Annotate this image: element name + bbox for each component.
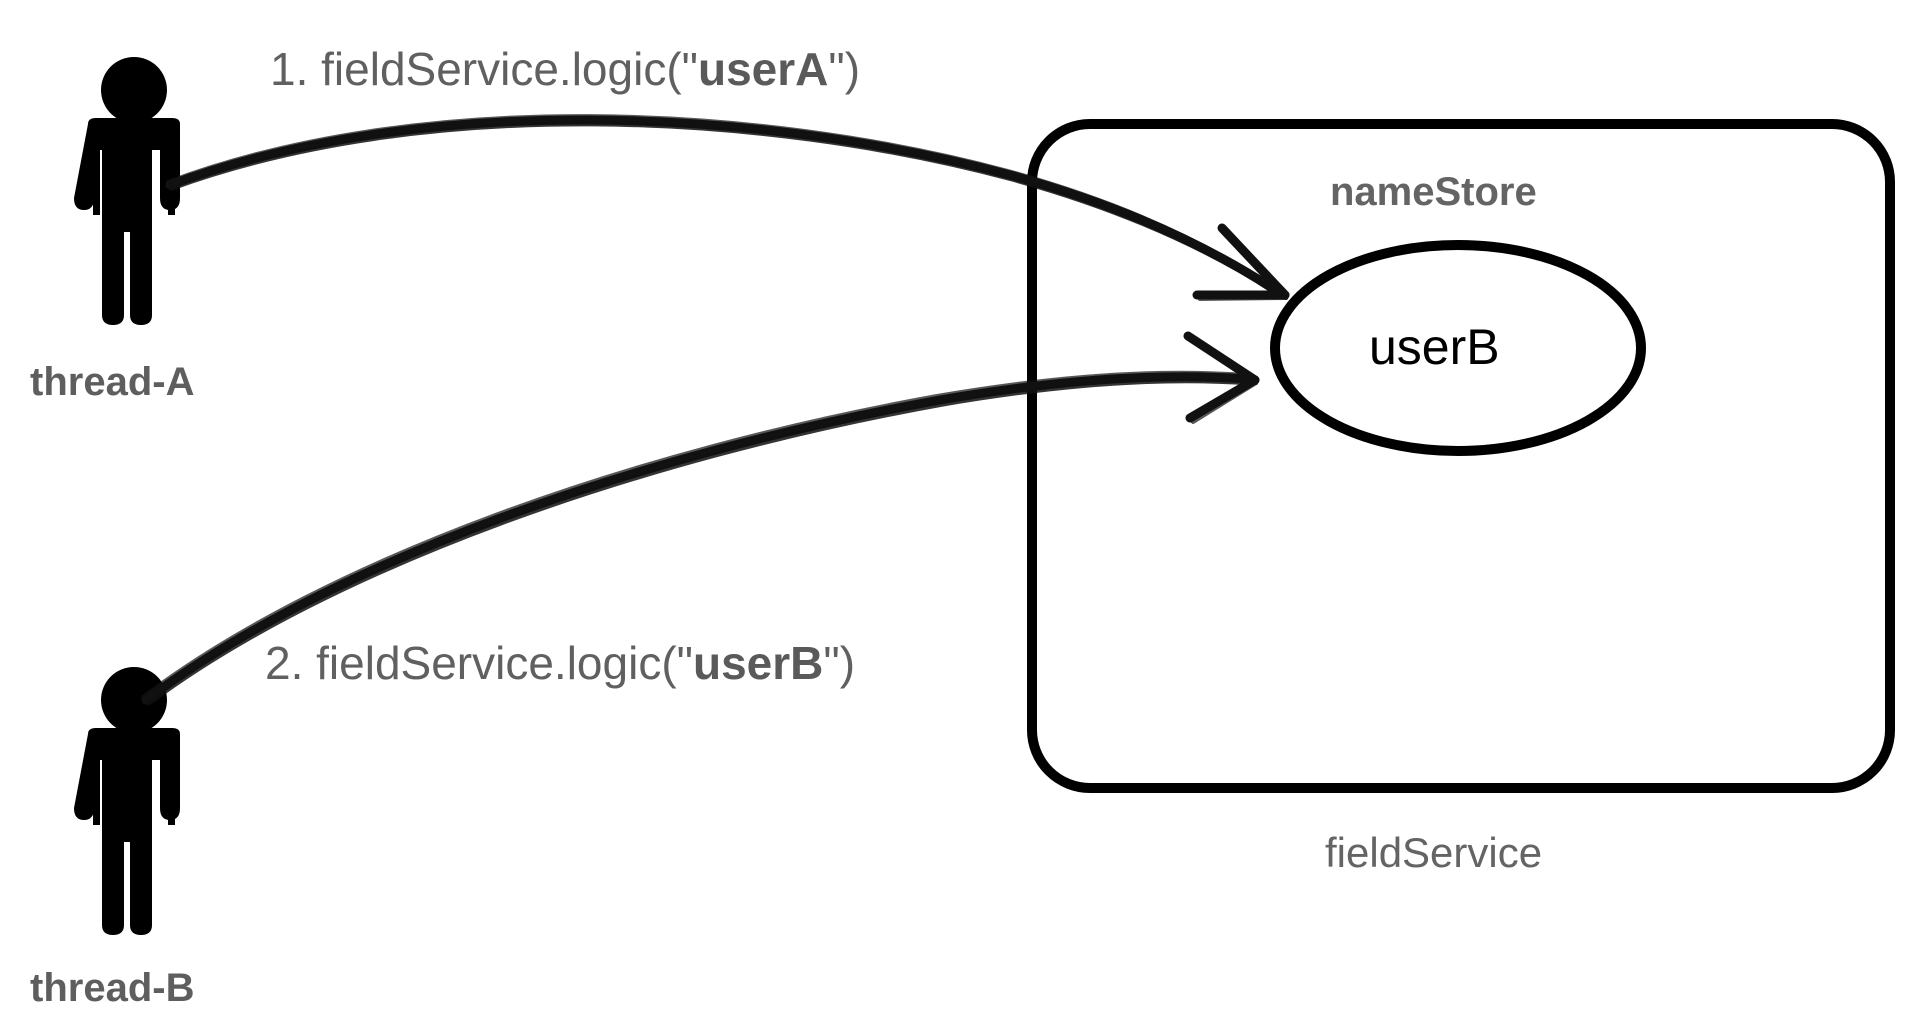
thread-b-label: thread-B [30, 966, 195, 1010]
call-prefix: fieldService.logic(" [303, 637, 693, 689]
name-store-ellipse [1270, 240, 1646, 456]
call-index: 2. [265, 637, 304, 689]
call-arg: userB [692, 637, 824, 689]
thread-a-label: thread-A [30, 360, 195, 404]
field-service-label: fieldService [1325, 829, 1543, 876]
call-label-2: 2. fieldService.logic("userB") [265, 640, 855, 686]
person-icon [74, 667, 180, 935]
name-store-label: nameStore [1330, 170, 1537, 214]
field-service-container [1027, 119, 1895, 793]
name-store-value: userB [1369, 319, 1500, 375]
call-label-1: 1. fieldService.logic("userA") [270, 46, 860, 92]
call-arg: userA [697, 43, 829, 95]
call-prefix: fieldService.logic(" [308, 43, 698, 95]
person-icon [74, 57, 180, 325]
arrow-thread-b-to-store [141, 331, 1260, 706]
call-suffix: ") [828, 43, 861, 95]
call-index: 1. [270, 43, 309, 95]
arrow-thread-a-to-store [165, 114, 1290, 301]
call-suffix: ") [823, 637, 856, 689]
